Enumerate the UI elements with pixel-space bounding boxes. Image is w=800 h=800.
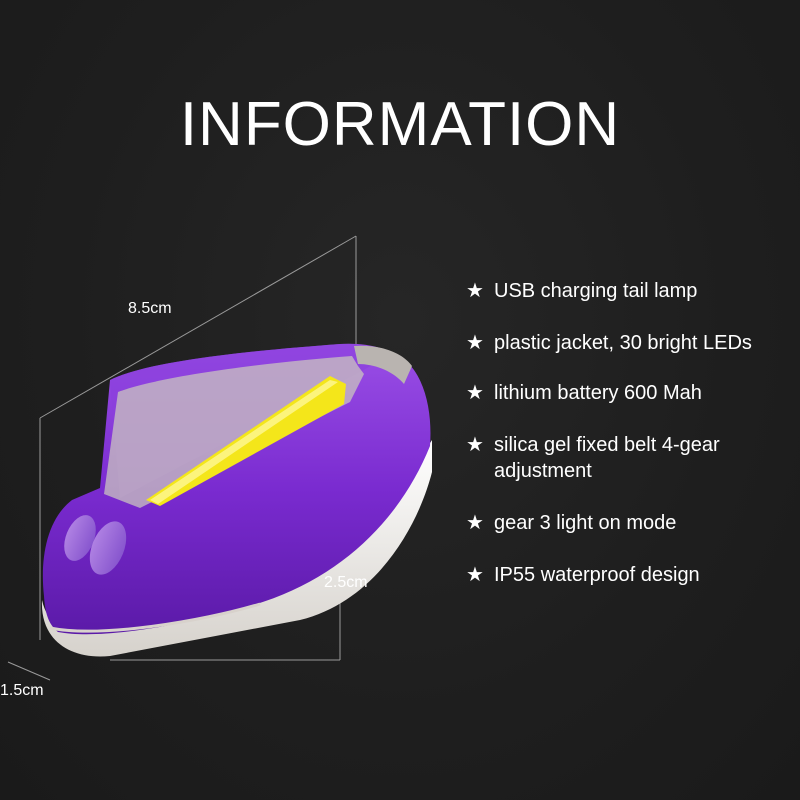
feature-item: ★ plastic jacket, 30 bright LEDs	[466, 330, 796, 356]
feature-item: ★ gear 3 light on mode	[466, 510, 796, 536]
feature-item: ★ lithium battery 600 Mah	[466, 380, 796, 406]
feature-text: lithium battery 600 Mah	[494, 382, 702, 404]
star-icon: ★	[466, 332, 484, 354]
front-lenses	[64, 515, 127, 575]
star-icon: ★	[466, 564, 484, 586]
star-icon: ★	[466, 280, 484, 302]
lamp-base-shell	[41, 440, 432, 657]
star-icon: ★	[466, 512, 484, 534]
dimension-lines	[7, 235, 357, 681]
light-panel-frame	[104, 356, 364, 508]
length-dimension-line	[39, 235, 357, 419]
feature-item: ★ silica gel fixed belt 4-gear adjustmen…	[466, 432, 796, 484]
page-title: INFORMATION	[179, 90, 621, 159]
feature-text: gear 3 light on mode	[494, 512, 677, 534]
width-dimension-line	[7, 661, 51, 681]
height-label: 2.5cm	[324, 574, 368, 591]
star-icon: ★	[466, 382, 484, 404]
feature-text: USB charging tail lamp	[494, 280, 698, 302]
lamp-rear-cap	[354, 345, 412, 384]
star-icon: ★	[466, 434, 484, 456]
led-highlight	[150, 380, 338, 504]
feature-text: plastic jacket, 30 bright LEDs	[494, 332, 752, 354]
feature-item: ★ USB charging tail lamp	[466, 278, 796, 304]
feature-item: ★ IP55 waterproof design	[466, 562, 796, 588]
feature-text: silica gel fixed belt 4-gear adjustment	[494, 434, 720, 482]
lamp-bottom-edge	[49, 602, 261, 633]
feature-text: IP55 waterproof design	[494, 564, 700, 586]
length-label: 8.5cm	[128, 300, 172, 317]
width-label: 1.5cm	[0, 682, 44, 699]
